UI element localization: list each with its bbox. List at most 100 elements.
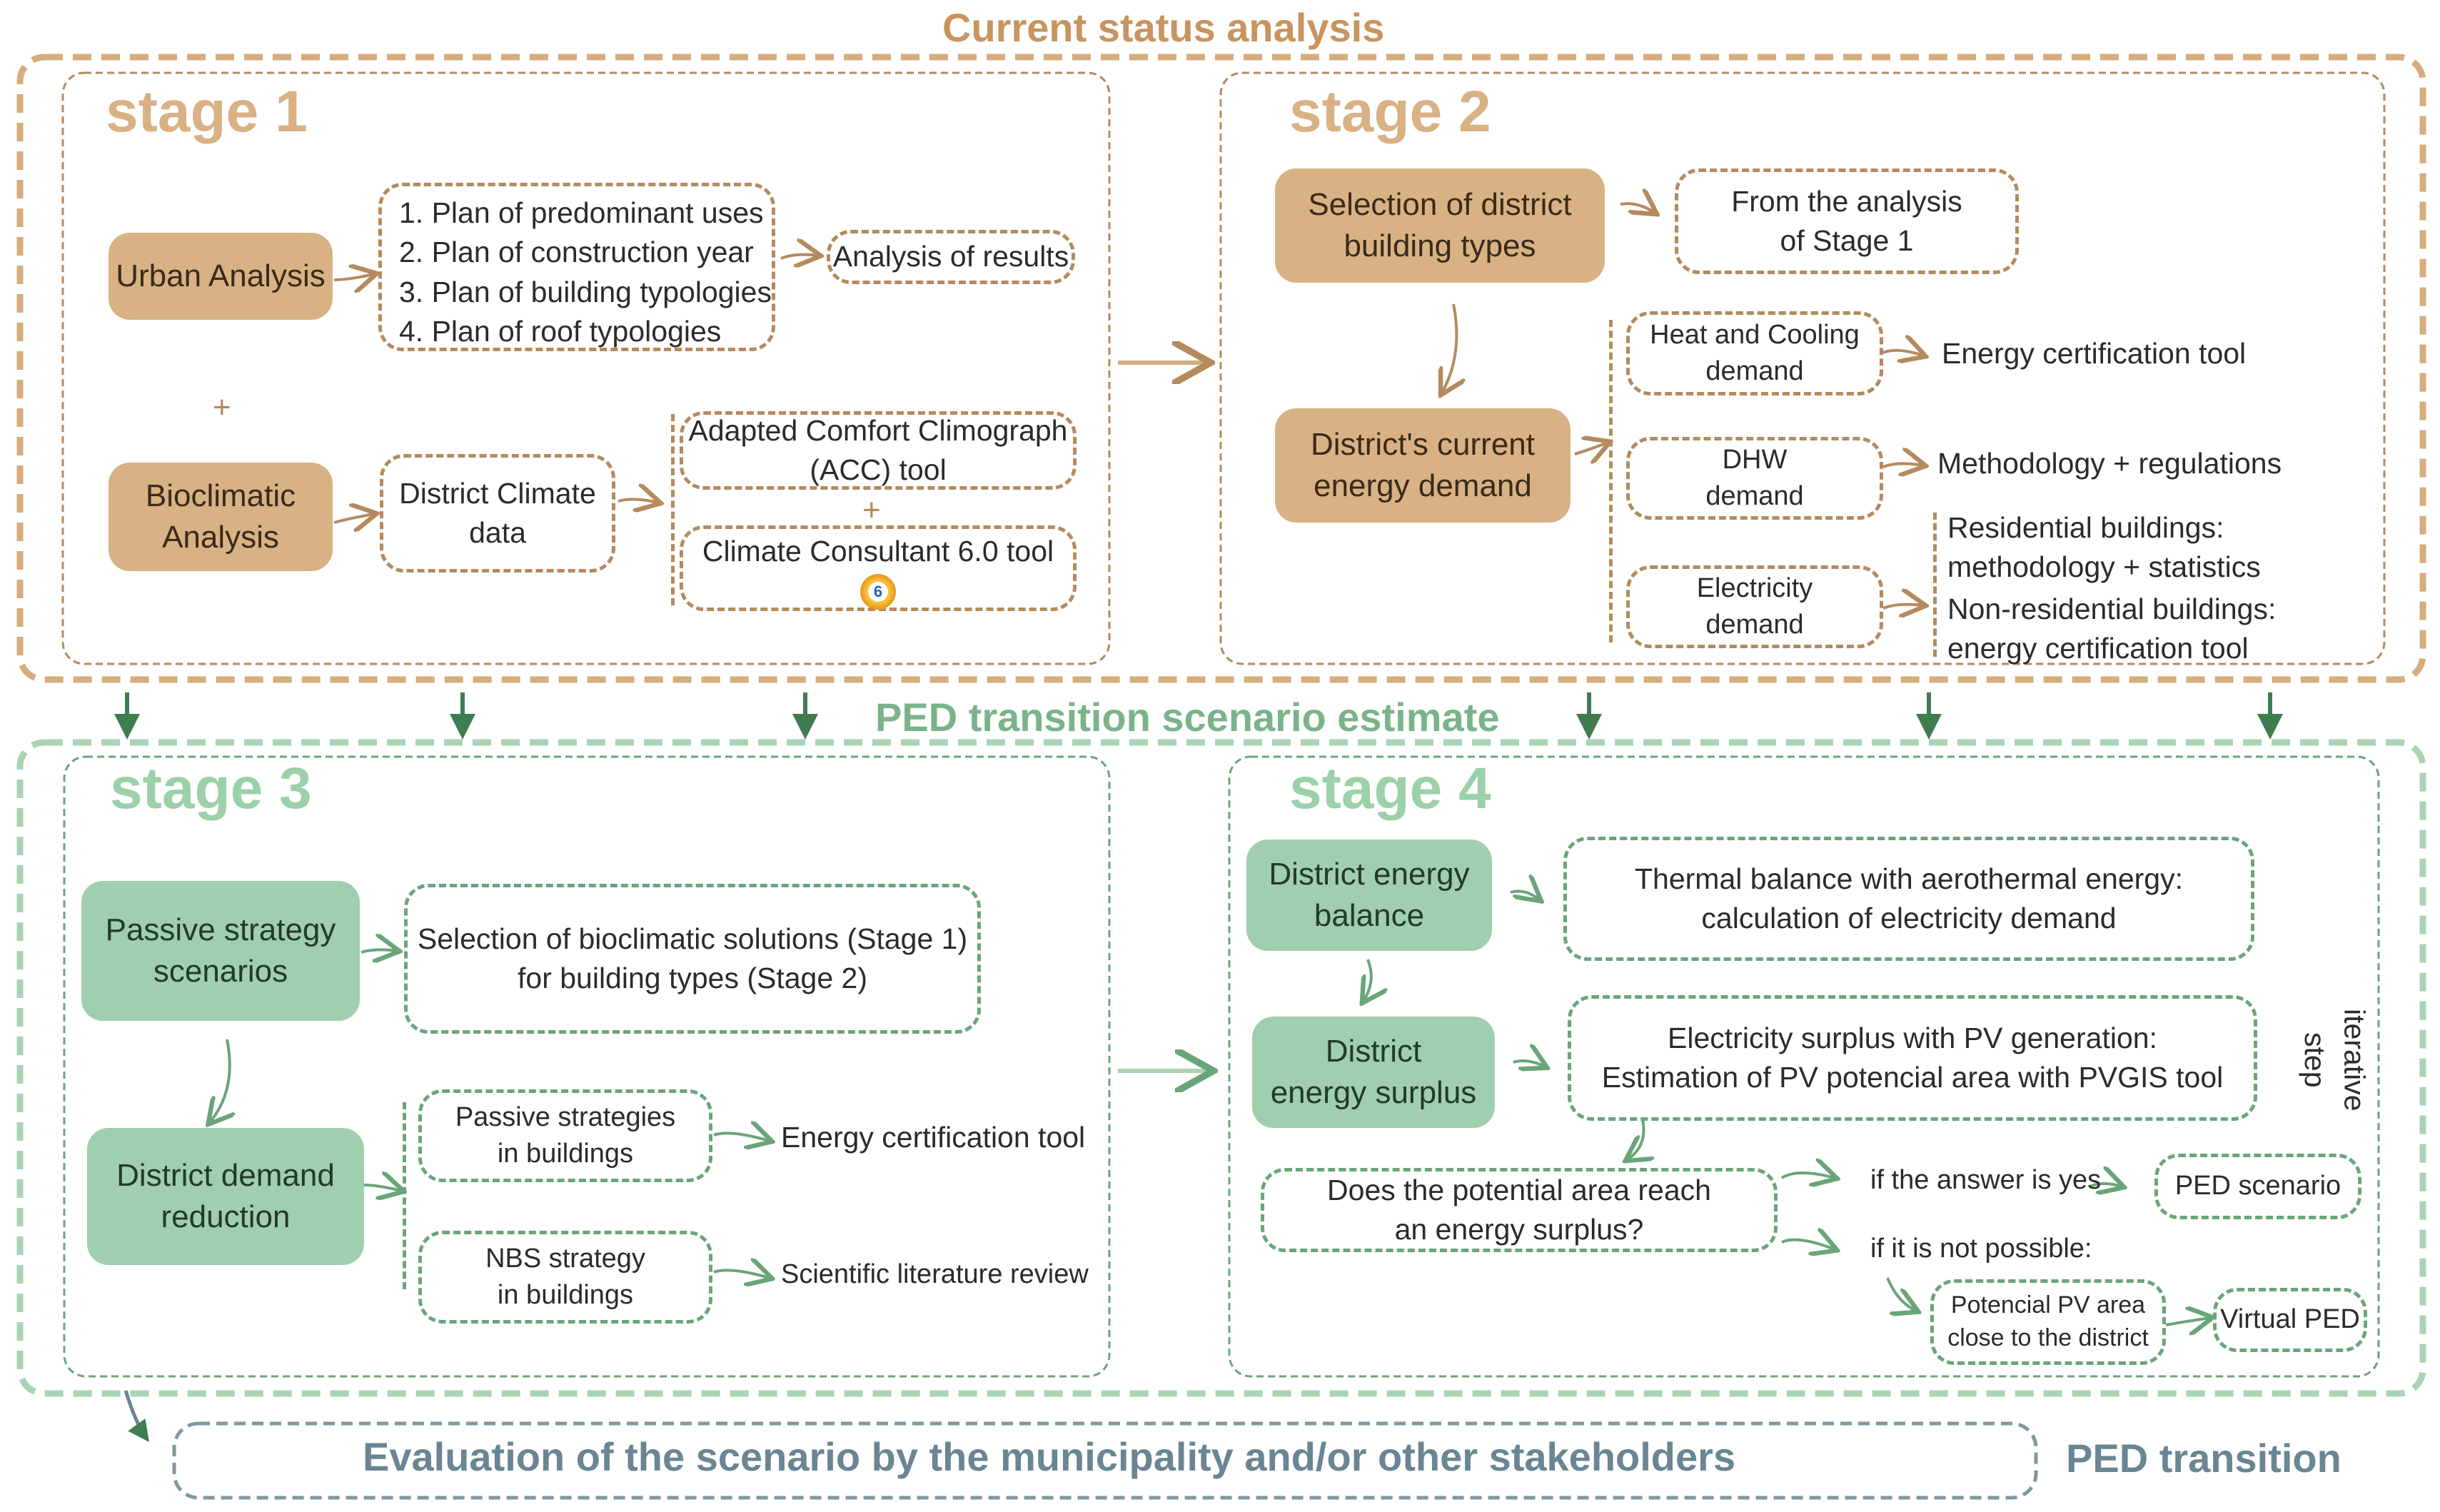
non-residential-line2: energy certification tool	[1947, 632, 2249, 665]
energy-surplus-line2: energy surplus	[1270, 1075, 1477, 1110]
if-not-label: if it is not possible:	[1870, 1234, 2092, 1264]
iterative-step-label: iterative step	[2277, 999, 2391, 1121]
heat-cooling-box: Heat and Cooling demand	[1626, 311, 1883, 395]
climate-consultant-label: Climate Consultant 6.0 tool	[702, 535, 1054, 568]
stage1-title: stage 1	[106, 79, 308, 144]
heat-cooling-line1: Heat and Cooling	[1650, 319, 1860, 350]
potential-pv-box: Potencial PV area close to the district	[1930, 1279, 2166, 1365]
stage2-sub-bracket	[1933, 513, 1937, 657]
evaluation-text: Evaluation of the scenario by the munici…	[363, 1434, 1736, 1479]
current-status-title: Current status analysis	[942, 5, 1385, 50]
iterative-line2: step	[2299, 1032, 2331, 1088]
selection-solutions-box: Selection of bioclimatic solutions (Stag…	[404, 884, 981, 1034]
virtual-ped-box: Virtual PED	[2213, 1288, 2367, 1352]
urban-analysis-label: Urban Analysis	[116, 258, 326, 293]
pv-surplus-box: Electricity surplus with PV generation: …	[1568, 995, 2257, 1121]
energy-balance-line1: District energy	[1269, 856, 1470, 892]
plan-item: 4. Plan of roof typologies	[399, 315, 722, 348]
stage1-frame	[61, 71, 1111, 665]
selection-building-types-box: Selection of district building types	[1275, 168, 1605, 283]
stage1-bracket	[671, 414, 675, 605]
stage3-energy-cert-label: Energy certification tool	[781, 1121, 1086, 1154]
passive-buildings-line1: Passive strategies	[455, 1102, 676, 1132]
climate-data-line1: District Climate	[399, 476, 596, 510]
passive-scenarios-box: Passive strategy scenarios	[81, 881, 360, 1021]
question-box: Does the potential area reach an energy …	[1261, 1168, 1778, 1252]
passive-scenarios-line1: Passive strategy	[105, 912, 336, 947]
climate-data-line2: data	[469, 516, 526, 549]
from-analysis-line1: From the analysis	[1731, 184, 1962, 218]
evaluation-frame	[172, 1421, 2038, 1500]
dhw-box: DHW demand	[1626, 437, 1883, 520]
selection-line1: Selection of district	[1308, 186, 1572, 222]
demand-reduction-line1: District demand	[116, 1157, 335, 1193]
non-residential-text: Non-residential buildings: energy certif…	[1947, 590, 2276, 669]
residential-line1: Residential buildings:	[1947, 511, 2224, 544]
acc-tool-line1: Adapted Comfort Climograph	[688, 413, 1068, 447]
stage3-bracket	[403, 1102, 406, 1289]
electricity-line2: demand	[1705, 610, 1804, 640]
bioclimatic-label-line1: Bioclimatic	[145, 478, 296, 513]
bioclimatic-label-line2: Analysis	[162, 520, 279, 555]
stage2-title: stage 2	[1289, 79, 1491, 144]
stage3-frame	[63, 755, 1111, 1378]
thermal-balance-line2: calculation of electricity demand	[1701, 902, 2117, 934]
literature-review-label: Scientific literature review	[781, 1259, 1089, 1289]
plus-sign: +	[213, 390, 231, 425]
stage3-title: stage 3	[110, 756, 312, 821]
energy-cert-tool-label: Energy certification tool	[1942, 337, 2247, 370]
dhw-line2: demand	[1705, 481, 1804, 511]
stage4-title: stage 4	[1289, 756, 1491, 821]
plus-sign-small: +	[862, 493, 881, 528]
acc-tool-line2: (ACC) tool	[810, 453, 947, 486]
ped-scenario-label: PED scenario	[2174, 1171, 2341, 1201]
electricity-line1: Electricity	[1696, 573, 1813, 603]
passive-scenarios-line2: scenarios	[153, 954, 288, 989]
stage4-frame	[1228, 755, 2380, 1378]
pv-surplus-line1: Electricity surplus with PV generation:	[1668, 1021, 2157, 1054]
analysis-results-label: Analysis of results	[832, 240, 1069, 273]
climate-data-box: District Climate data	[380, 454, 615, 573]
stage2-frame	[1219, 71, 2386, 665]
thermal-balance-line1: Thermal balance with aerothermal energy:	[1635, 862, 2183, 895]
potential-pv-line2: close to the district	[1947, 1324, 2149, 1351]
energy-surplus-line1: District	[1325, 1033, 1422, 1069]
selection-solutions-line2: for building types (Stage 2)	[518, 962, 867, 994]
question-line1: Does the potential area reach	[1327, 1173, 1711, 1206]
electricity-box: Electricity demand	[1626, 565, 1883, 648]
energy-balance-line2: balance	[1314, 898, 1425, 933]
climate-consultant-icon-text: 6	[868, 582, 888, 603]
current-demand-line1: District's current	[1311, 426, 1535, 462]
demand-reduction-box: District demand reduction	[87, 1128, 364, 1265]
energy-balance-box: District energy balance	[1246, 840, 1492, 951]
plan-item: 2. Plan of construction year	[399, 236, 754, 269]
current-demand-line2: energy demand	[1314, 468, 1532, 503]
ped-transition-label: PED transition	[2066, 1436, 2341, 1481]
stage2-bracket	[1609, 320, 1613, 642]
heat-cooling-line2: demand	[1705, 356, 1804, 386]
demand-reduction-line2: reduction	[161, 1199, 291, 1234]
selection-solutions-line1: Selection of bioclimatic solutions (Stag…	[417, 922, 968, 955]
climate-consultant-icon: 6	[860, 574, 896, 610]
pv-surplus-line2: Estimation of PV potencial area with PVG…	[1601, 1061, 2224, 1094]
ped-estimate-frame	[16, 739, 2426, 1397]
bioclimatic-analysis-box: Bioclimatic Analysis	[109, 463, 333, 571]
ped-estimate-title: PED transition scenario estimate	[875, 695, 1500, 740]
passive-buildings-box: Passive strategies in buildings	[418, 1089, 712, 1182]
plan-item: 1. Plan of predominant uses	[399, 196, 764, 229]
plans-list-box: 1. Plan of predominant uses 2. Plan of c…	[378, 183, 775, 351]
climate-consultant-box: Climate Consultant 6.0 tool 6	[680, 525, 1077, 611]
dhw-line1: DHW	[1722, 444, 1788, 475]
if-yes-label: if the answer is yes	[1870, 1165, 2102, 1195]
residential-line2: methodology + statistics	[1947, 550, 2261, 584]
from-analysis-line2: of Stage 1	[1780, 224, 1914, 257]
analysis-results-box: Analysis of results	[827, 230, 1075, 284]
thermal-balance-box: Thermal balance with aerothermal energy:…	[1563, 837, 2254, 961]
acc-tool-box: Adapted Comfort Climograph (ACC) tool	[680, 411, 1077, 490]
virtual-ped-label: Virtual PED	[2220, 1304, 2360, 1335]
nbs-line2: in buildings	[497, 1280, 634, 1310]
selection-line2: building types	[1343, 228, 1536, 263]
urban-analysis-box: Urban Analysis	[109, 233, 333, 320]
potential-pv-line1: Potencial PV area	[1950, 1291, 2146, 1319]
